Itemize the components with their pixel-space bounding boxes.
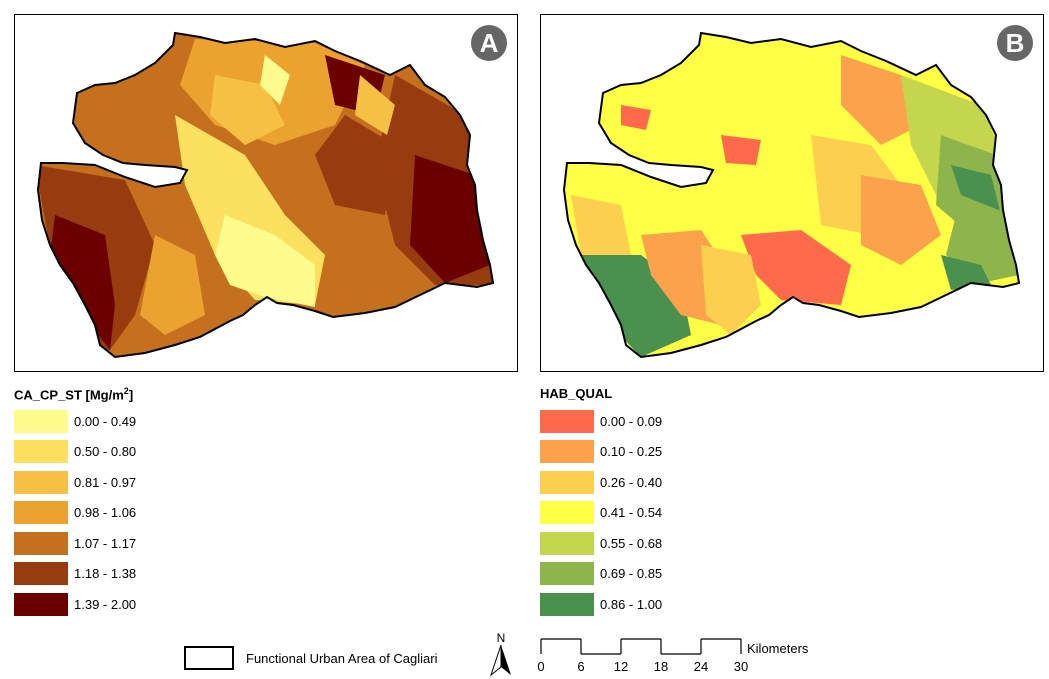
legend-b-label: 0.41 - 0.54 — [600, 505, 663, 521]
legend-a-label: 0.50 - 0.80 — [74, 444, 137, 460]
scale-bar-tick-label: 12 — [614, 659, 628, 674]
legend-a-item: 1.07 - 1.17 — [14, 528, 136, 559]
legend-b-label: 0.00 - 0.09 — [600, 413, 663, 429]
north-label: N — [497, 631, 506, 645]
legend-a-swatch — [14, 440, 68, 464]
legend-b-item: 0.69 - 0.85 — [540, 559, 662, 590]
legend-a-label: 0.81 - 0.97 — [74, 474, 137, 490]
legend-b-label: 0.10 - 0.25 — [600, 444, 663, 460]
legend-b-swatch — [540, 592, 594, 616]
panel-b-badge: B — [997, 25, 1033, 61]
legend-a-swatch — [14, 592, 68, 616]
legend-a-swatch — [14, 501, 68, 525]
legend-a-item: 0.81 - 0.97 — [14, 467, 136, 498]
scale-bar-tick-label: 0 — [537, 659, 544, 674]
scale-bar-unit: Kilometers — [747, 641, 809, 656]
legend-b-item: 0.26 - 0.40 — [540, 467, 662, 498]
legend-a-swatch — [14, 470, 68, 494]
legend-a-swatch — [14, 562, 68, 586]
scale-bar-tick-label: 30 — [734, 659, 748, 674]
legend-a-title-sup: 2 — [123, 386, 129, 396]
legend-b-swatch — [540, 440, 594, 464]
legend-b-swatch — [540, 501, 594, 525]
scale-bar-line — [540, 638, 742, 655]
legend-b-label: 0.26 - 0.40 — [600, 474, 663, 490]
legend-a-swatch — [14, 531, 68, 555]
boundary-label: Functional Urban Area of Cagliari — [246, 650, 438, 666]
carbon-stock-map — [37, 32, 494, 358]
legend-b-swatch — [540, 531, 594, 555]
legend-a-label: 1.18 - 1.38 — [74, 566, 137, 582]
legend-a-item: 0.00 - 0.49 — [14, 406, 136, 437]
legend-b-label: 0.86 - 1.00 — [600, 596, 663, 612]
legend-habitat-quality: HAB_QUAL 0.00 - 0.09 0.10 - 0.25 0.26 - 0.… — [540, 386, 662, 620]
panel-a-badge: A — [471, 25, 507, 61]
legend-b-swatch — [540, 562, 594, 586]
legend-a-item: 1.18 - 1.38 — [14, 559, 136, 590]
legend-a-label: 1.39 - 2.00 — [74, 596, 137, 612]
legend-a-item: 1.39 - 2.00 — [14, 589, 136, 620]
legend-b-item: 0.41 - 0.54 — [540, 498, 662, 529]
boundary-swatch — [184, 646, 234, 670]
legend-b-label: 0.55 - 0.68 — [600, 535, 663, 551]
legend-a-title-text: CA_CP_ST [Mg/m — [14, 387, 124, 403]
scale-bar-ticks: 0 6 12 18 24 30 — [537, 659, 748, 674]
legend-b-item: 0.55 - 0.68 — [540, 528, 662, 559]
scale-bar-tick-label: 6 — [577, 659, 584, 674]
scale-bar: 0 6 12 18 24 30 Kilometers — [537, 638, 809, 674]
map-panel-a: A — [14, 14, 518, 372]
north-arrow-icon: N — [489, 631, 511, 677]
legend-a-item: 0.98 - 1.06 — [14, 498, 136, 529]
legend-a-label: 0.00 - 0.49 — [74, 413, 137, 429]
legend-b-label: 0.69 - 0.85 — [600, 566, 663, 582]
legend-a-title: CA_CP_ST [Mg/m2] — [14, 386, 136, 406]
legend-a-swatch — [14, 409, 68, 433]
boundary-legend: Functional Urban Area of Cagliari — [184, 646, 438, 670]
legend-b-title: HAB_QUAL — [540, 386, 613, 401]
legend-b-item: 0.10 - 0.25 — [540, 437, 662, 468]
scale-bar-tick-label: 24 — [694, 659, 708, 674]
legend-b-item: 0.86 - 1.00 — [540, 589, 662, 620]
habitat-quality-map — [563, 32, 1020, 358]
legend-b-swatch — [540, 409, 594, 433]
legend-a-label: 0.98 - 1.06 — [74, 505, 137, 521]
legend-a-label: 1.07 - 1.17 — [74, 535, 137, 551]
map-panel-b: B — [540, 14, 1044, 372]
legend-b-items: 0.00 - 0.09 0.10 - 0.25 0.26 - 0.40 0.41 - … — [540, 406, 662, 620]
legend-a-title-end: ] — [128, 387, 134, 403]
legend-a-items: 0.00 - 0.49 0.50 - 0.80 0.81 - 0.97 0.98 - … — [14, 406, 136, 620]
legend-a-item: 0.50 - 0.80 — [14, 437, 136, 468]
legend-b-item: 0.00 - 0.09 — [540, 406, 662, 437]
scale-bar-tick-label: 18 — [654, 659, 668, 674]
scale-bar-segments — [540, 638, 742, 655]
legend-b-swatch — [540, 470, 594, 494]
